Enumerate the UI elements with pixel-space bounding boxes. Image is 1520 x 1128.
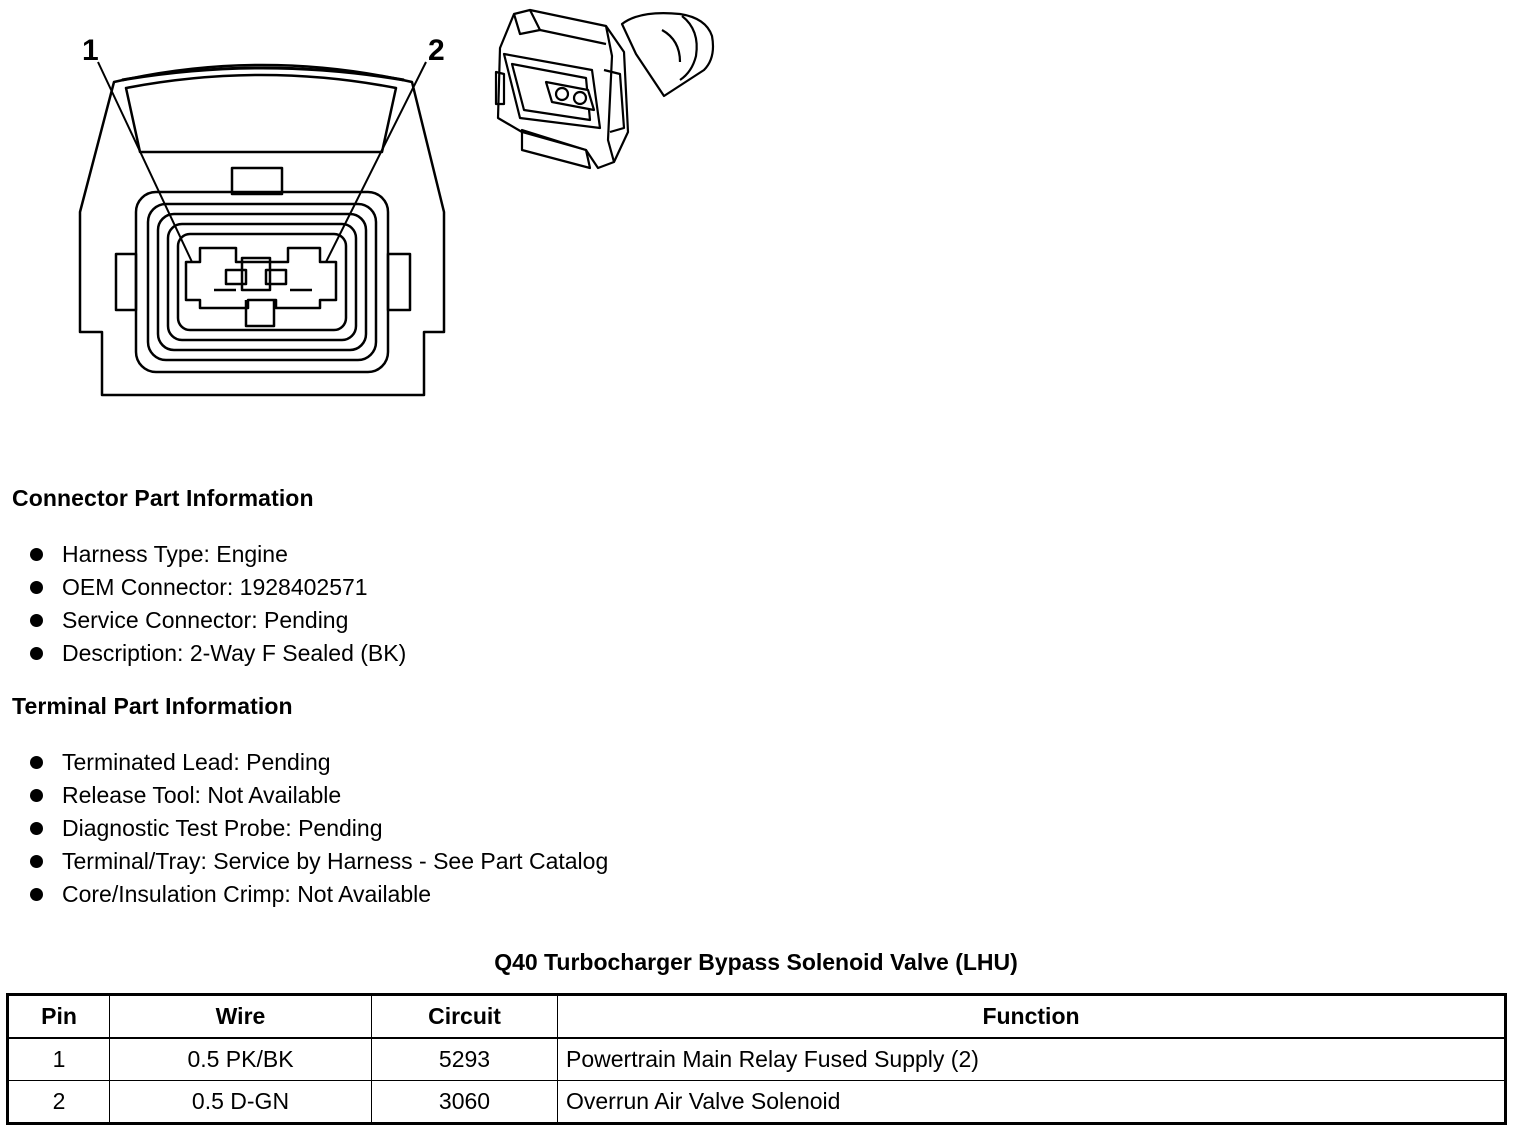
cell-pin: 1 [7,1037,110,1081]
pin-1-label: 1 [82,34,99,67]
list-item: Description: 2-Way F Sealed (BK) [30,637,406,670]
bullet-icon [30,647,43,660]
table-row: 2 0.5 D-GN 3060 Overrun Air Valve Soleno… [7,1080,1506,1124]
list-item: Diagnostic Test Probe: Pending [30,812,608,845]
connector-info-list: Harness Type: Engine OEM Connector: 1928… [30,538,406,670]
bullet-icon [30,855,43,868]
pin-1-leader [97,61,193,263]
cell-wire: 0.5 D-GN [109,1080,372,1124]
bullet-icon [30,581,43,594]
bullet-icon [30,822,43,835]
list-item: Harness Type: Engine [30,538,406,571]
connector-isometric-diagram [494,8,715,170]
cell-circuit: 5293 [371,1037,558,1081]
list-item: OEM Connector: 1928402571 [30,571,406,604]
bullet-icon [30,614,43,627]
list-item: Terminal/Tray: Service by Harness - See … [30,845,608,878]
table-caption: Q40 Turbocharger Bypass Solenoid Valve (… [494,949,1018,975]
bullet-icon [30,888,43,901]
connector-right-ear [386,252,412,312]
connector-info-heading: Connector Part Information [12,485,314,511]
list-item: Release Tool: Not Available [30,779,608,812]
connector-face-frame [134,190,390,374]
cell-function: Powertrain Main Relay Fused Supply (2) [557,1037,1506,1081]
cell-pin: 2 [7,1080,110,1124]
column-header-wire: Wire [109,994,372,1039]
pinout-table: Pin Wire Circuit Function 1 0.5 PK/BK 52… [6,993,1507,1125]
terminal-info-list: Terminated Lead: Pending Release Tool: N… [30,746,608,911]
list-item: Terminated Lead: Pending [30,746,608,779]
connector-key [230,166,284,196]
bullet-icon [30,789,43,802]
terminal-info-heading: Terminal Part Information [12,693,293,719]
table-header-row: Pin Wire Circuit Function [7,994,1506,1039]
connector-lock-tab [124,73,398,154]
list-item: Service Connector: Pending [30,604,406,637]
cell-circuit: 3060 [371,1080,558,1124]
list-item: Core/Insulation Crimp: Not Available [30,878,608,911]
connector-face-diagram: 1 2 [78,34,446,397]
terminal-cavity-detail [184,246,338,310]
pin-2-leader [325,61,427,263]
cell-wire: 0.5 PK/BK [109,1037,372,1081]
bullet-icon [30,756,43,769]
connector-housing-outline [78,63,446,397]
connector-left-ear [114,252,138,312]
table-row: 1 0.5 PK/BK 5293 Powertrain Main Relay F… [7,1037,1506,1081]
pin-2-label: 2 [428,34,445,67]
cell-function: Overrun Air Valve Solenoid [557,1080,1506,1124]
bullet-icon [30,548,43,561]
column-header-function: Function [557,994,1506,1039]
column-header-pin: Pin [7,994,110,1039]
column-header-circuit: Circuit [371,994,558,1039]
